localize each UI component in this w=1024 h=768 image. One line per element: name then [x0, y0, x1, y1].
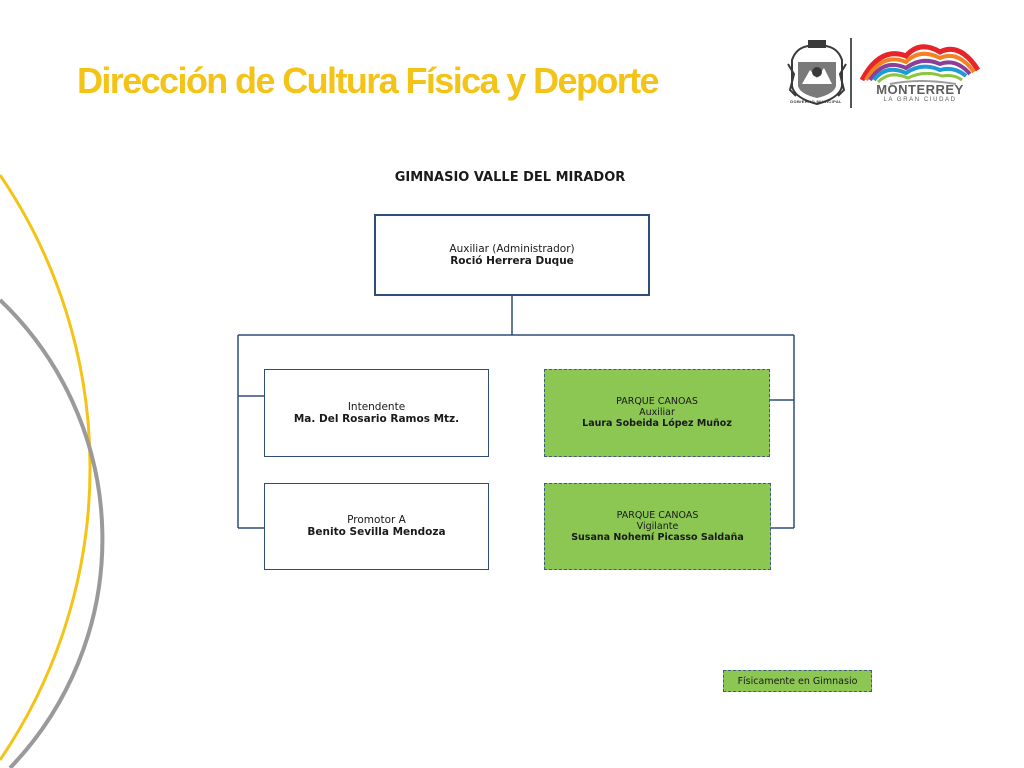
node-person-name: Susana Nohemí Picasso Saldaña: [571, 531, 744, 543]
node-person-name: Ma. Del Rosario Ramos Mtz.: [293, 412, 460, 425]
node-person-name: Roció Herrera Duque: [450, 254, 574, 267]
node-role: Promotor A: [347, 514, 406, 526]
node-role: Auxiliar: [639, 407, 675, 418]
city-name: MONTERREY: [876, 82, 964, 97]
node-auxiliar-administrador: Auxiliar (Administrador) Roció Herrera D…: [374, 214, 650, 296]
node-role: Intendente: [347, 400, 406, 413]
decorative-gray-arc: [0, 298, 105, 768]
org-connector-lines: [237, 296, 795, 529]
seal-caption: GOBIERNO MUNICIPAL: [789, 99, 842, 104]
municipal-seal-icon: [787, 40, 847, 106]
node-parque-canoas-vigilante: PARQUE CANOAS Vigilante Susana Nohemí Pi…: [544, 483, 771, 570]
node-role: Vigilante: [636, 520, 679, 532]
city-tagline: LA GRAN CIUDAD: [883, 97, 957, 103]
org-chart-title: GIMNASIO VALLE DEL MIRADOR: [394, 170, 626, 185]
node-location: PARQUE CANOAS: [616, 396, 698, 407]
node-location: PARQUE CANOAS: [616, 509, 699, 521]
node-person-name: Laura Sobeida López Muñoz: [582, 418, 732, 429]
node-person-name: Benito Sevilla Mendoza: [307, 526, 446, 538]
logo-divider: [850, 38, 852, 108]
decorative-yellow-arc: [0, 174, 92, 761]
node-intendente: Intendente Ma. Del Rosario Ramos Mtz.: [264, 369, 489, 457]
page-title: Dirección de Cultura Física y Deporte: [77, 60, 660, 101]
mountain-rainbow-logo-icon: [860, 44, 980, 85]
node-role: Auxiliar (Administrador): [449, 242, 575, 255]
node-promotor: Promotor A Benito Sevilla Mendoza: [264, 483, 489, 570]
node-parque-canoas-auxiliar: PARQUE CANOAS Auxiliar Laura Sobeida Lóp…: [544, 369, 770, 457]
legend-fisicamente-en-gimnasio: Físicamente en Gimnasio: [723, 670, 872, 692]
